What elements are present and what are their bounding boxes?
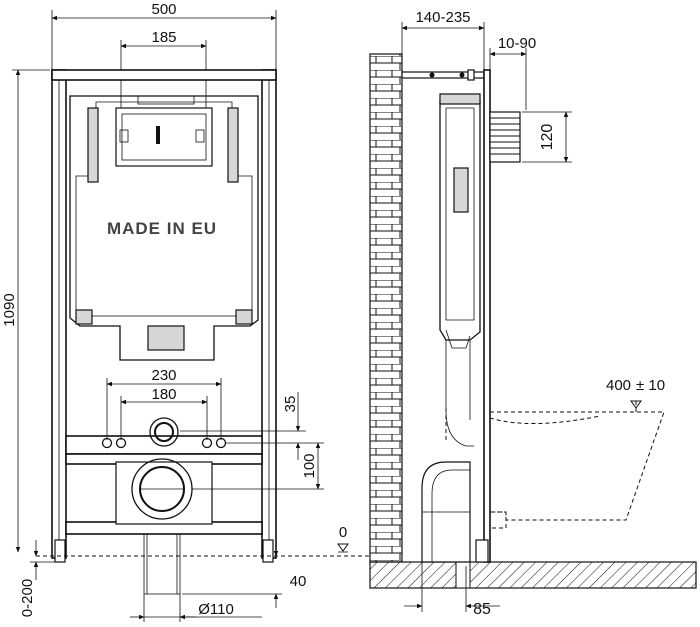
dim-depth-range-label: 140-235 — [415, 9, 470, 26]
frame-fixing-bar — [65, 435, 263, 455]
dim-bowl-tolerance-label: ± 10 — [636, 377, 665, 394]
dim-height: 1090 — [1, 69, 50, 553]
dim-total-width: 500 — [51, 1, 277, 70]
toilet-bowl-outline: 400 ± 10 — [445, 377, 665, 529]
flush-plate-side: 120 — [489, 111, 572, 163]
frame-right-foot — [262, 539, 274, 563]
dim-vertical-offsets: 35 100 — [180, 392, 324, 490]
dim-total-width-label: 500 — [151, 1, 176, 18]
dim-fixing-offset-label: 35 — [282, 396, 299, 413]
dim-depth: 140-235 — [401, 9, 485, 70]
dim-bowl-length-label: 400 — [606, 377, 631, 394]
dim-side-drain-offset: 85 — [404, 562, 500, 618]
frame-top-bar — [51, 69, 277, 81]
cistern-side — [439, 93, 481, 447]
dim-panel-offset-label: 10-90 — [498, 35, 536, 52]
water-inlet — [149, 417, 179, 447]
zero-level: 0 — [36, 524, 378, 557]
side-view: 120 140-235 10-90 400 ± 10 — [369, 9, 697, 618]
dim-mount-spacing-label: 185 — [151, 29, 176, 46]
zero-level-label: 0 — [339, 524, 347, 541]
dim-drain-diameter: Ø110 — [130, 594, 262, 622]
dim-fixing-inner-label: 180 — [151, 386, 176, 403]
front-view: 500 185 1090 — [1, 1, 378, 622]
dim-panel-offset: 10-90 — [489, 35, 536, 110]
floor-slab — [369, 561, 697, 589]
dim-foot-adjust: 0-200 — [19, 540, 60, 617]
cistern: MADE IN EU — [69, 95, 259, 361]
dim-drain-diameter-label: Ø110 — [198, 601, 234, 618]
dim-drain-height-label: 40 — [290, 573, 307, 590]
dim-drain-height: 40 — [182, 548, 306, 608]
dim-flush-height-label: 120 — [539, 124, 556, 151]
dim-side-drain-offset-label: 85 — [473, 601, 491, 618]
cistern-stamp: MADE IN EU — [107, 219, 217, 238]
brick-wall — [369, 53, 403, 563]
dim-drain-offset-label: 100 — [301, 453, 318, 478]
flush-opening — [115, 107, 213, 167]
drain-bend — [421, 461, 471, 563]
dim-fixing-outer-label: 230 — [151, 367, 176, 384]
frame-left-foot — [54, 539, 66, 563]
frame-upright — [483, 69, 491, 563]
dim-fixing-spacing: 230 180 — [106, 367, 222, 440]
dim-height-label: 1090 — [1, 293, 18, 326]
dim-foot-adjust-label: 0-200 — [19, 579, 36, 617]
